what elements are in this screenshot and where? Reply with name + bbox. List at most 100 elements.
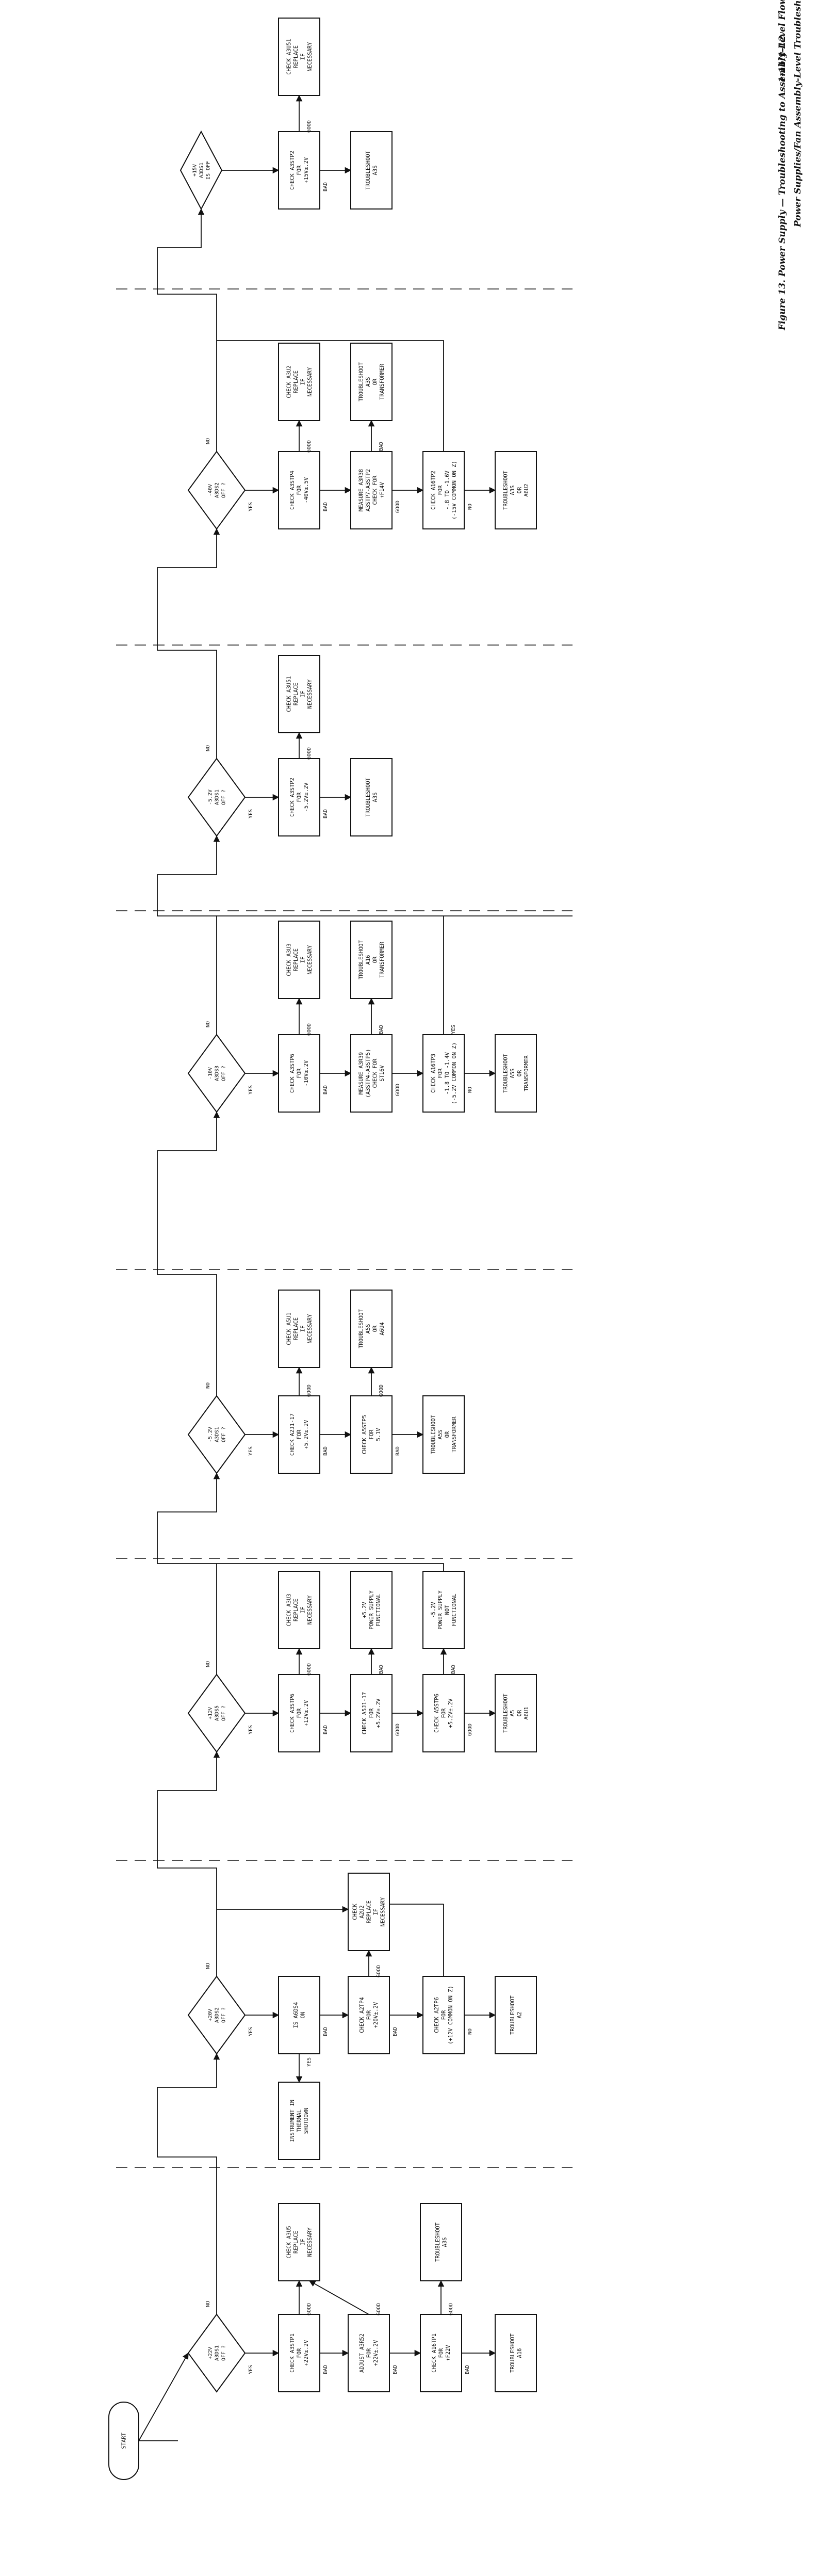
node-text-line: ADJUST A3R52 (359, 2333, 365, 2373)
node-text-line: A6U2 (524, 484, 530, 496)
node-text-line: IF (300, 1326, 306, 1332)
edge-label-good: GOOD (448, 2303, 454, 2315)
node-text-line: THERMAL (297, 2110, 303, 2132)
process-box (350, 1674, 393, 1752)
edge-label-yes: YES (306, 2057, 312, 2067)
process-box (350, 1395, 393, 1474)
process-box (350, 451, 393, 529)
decision-diamond (187, 1673, 246, 1753)
node-text-line: CHECK A3U5 (286, 2226, 292, 2258)
edge-label-bad: BAD (323, 2365, 329, 2374)
node-text-line: +12V±.2V (303, 1700, 309, 1726)
edge-label-bad: BAD (379, 442, 384, 451)
node-text-line: OFF ? (221, 482, 227, 498)
process-box (278, 758, 320, 836)
node-text-line: OR (516, 1710, 522, 1716)
process-box (350, 758, 393, 836)
process-box (348, 1976, 390, 2054)
edge-label-good: GOOD (306, 2303, 312, 2315)
node-text-line: FOR (437, 485, 444, 495)
process-box (420, 2314, 462, 2392)
node-text-line: +22V±.2V (303, 2340, 309, 2366)
node-text-line: CHECK A3STP6 (289, 1694, 296, 1733)
edge-label-bad: BAD (323, 1725, 329, 1734)
node-text-line: +20V (208, 2009, 214, 2021)
node-text-line: IF (300, 1607, 306, 1614)
process-box (422, 1674, 465, 1752)
node-text-line: (-15V COMMON ON Z) (451, 461, 457, 520)
node-text-line: CHECK A5STP6 (434, 1694, 440, 1733)
node-text-line: MEASURE A3R38 (358, 469, 364, 511)
node-text-line: CHECK A2TP6 (434, 1997, 440, 2033)
node-text-line: (A3STP4-A3STP5) (365, 1049, 371, 1098)
edge-label-good: GOOD (306, 1023, 312, 1036)
flow-connector (157, 1111, 220, 1396)
node-text-line: A3DS3 (215, 1066, 220, 1081)
node-text-line: CHECK A3STP2 (289, 151, 296, 190)
node-text-line: CHECK A3U51 (286, 39, 292, 75)
node-text-line: A5S (510, 1069, 516, 1078)
process-box (278, 921, 320, 999)
node-text-line: CHECK A5STP5 (362, 1415, 368, 1454)
node-text-line: A16 (516, 2348, 522, 2358)
edge-label-good: GOOD (306, 1663, 312, 1676)
node-text-line: +15V (192, 164, 198, 176)
node-text-line: NECESSARY (307, 2227, 313, 2257)
node-text-line: -1.8 TO -1.4V (444, 1052, 450, 1094)
node-text-line: NECESSARY (380, 1897, 386, 1927)
terminal-oval (108, 2402, 139, 2480)
node-text-line: CHECK A16TP1 (431, 2333, 437, 2373)
node-text-line: -5.2V (208, 1427, 214, 1442)
node-text-line: TROUBLESHOOT (502, 1693, 509, 1733)
node-text-line: A3DS1 (199, 163, 205, 178)
node-text-line: FOR (438, 2348, 445, 2358)
page-number: 1-11/1-12 (777, 36, 788, 83)
node-text-line: A2 (516, 2012, 522, 2019)
node-text-line: +22V (208, 2347, 214, 2359)
node-text-line: A3S (510, 486, 516, 495)
node-text-line: REPLACE (293, 45, 299, 68)
node-text-line: A3S (365, 377, 371, 387)
node-text-line: OR (372, 1325, 378, 1332)
flow-connector (138, 2352, 189, 2441)
decision-diamond (187, 1975, 246, 2055)
process-box (350, 1571, 393, 1649)
process-box (350, 1290, 393, 1368)
process-box (348, 2314, 390, 2392)
node-text-line: +5.2V±.2V (303, 1420, 309, 1450)
process-box (422, 1034, 465, 1113)
flow-connector (157, 1472, 220, 1675)
node-text-line: NECESSARY (307, 367, 313, 397)
node-text-line: OFF ? (221, 1705, 227, 1721)
process-box (350, 921, 393, 999)
edge-label-yes: YES (451, 1025, 456, 1034)
edge-label-bad: BAD (465, 2365, 470, 2374)
node-text-line: CHECK A2J1-17 (289, 1413, 296, 1456)
node-text-line: TROUBLESHOOT (502, 1053, 509, 1093)
node-text-line: FOR (369, 1429, 375, 1440)
node-text-line: -5.2V (430, 1602, 436, 1618)
node-text-line: A5S (437, 1430, 444, 1440)
edge-label-bad: BAD (323, 1446, 329, 1456)
edge-label-good: GOOD (395, 1724, 401, 1736)
process-box (420, 2203, 462, 2281)
process-box (422, 1571, 465, 1649)
